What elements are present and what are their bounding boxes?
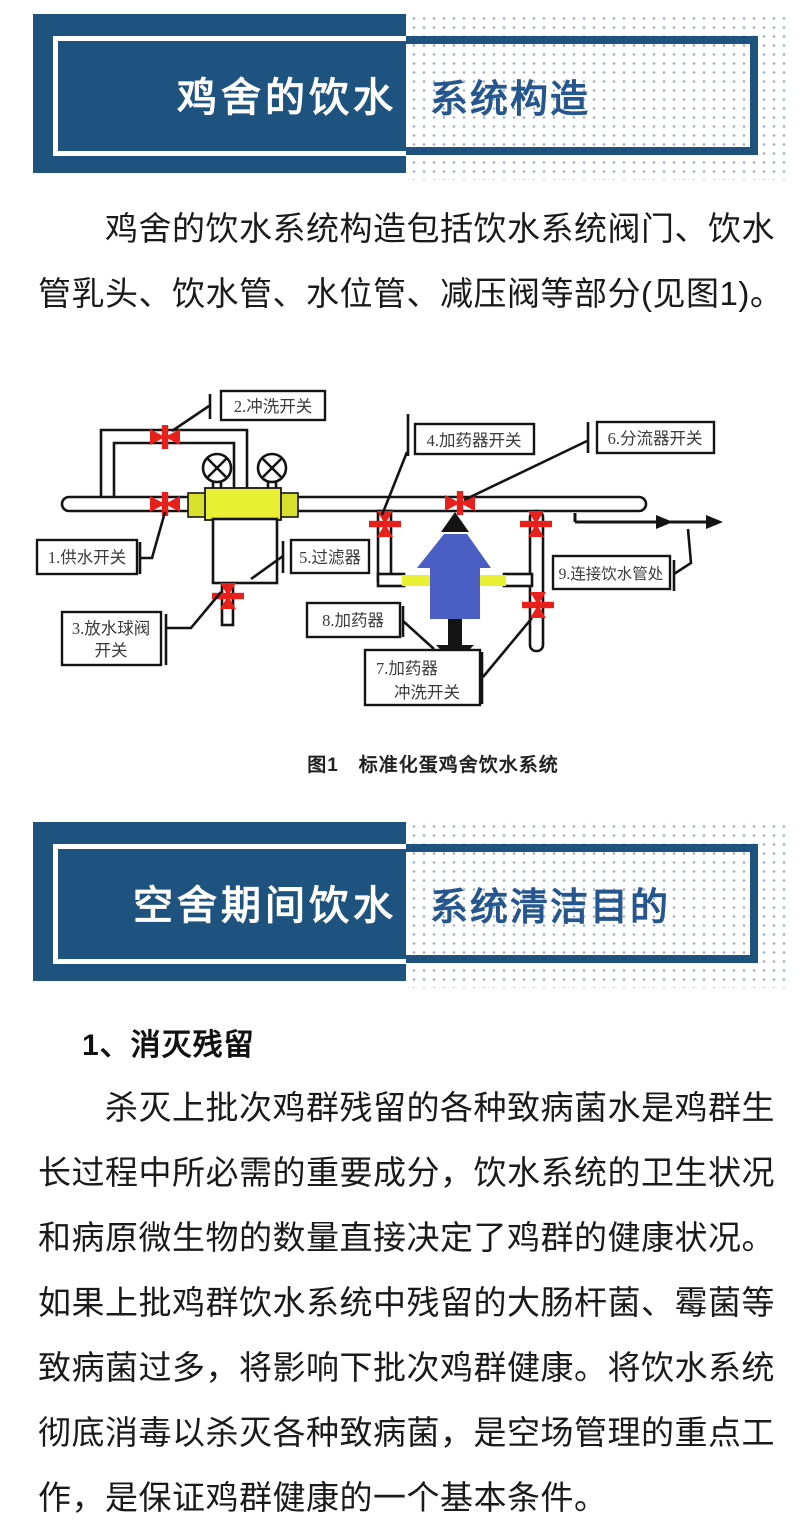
medicator-right-stub xyxy=(502,572,534,588)
label-box-9: 9.连接饮水管处 xyxy=(551,554,672,591)
label-box-2: 2.冲洗开关 xyxy=(219,389,327,422)
label-3-text: 3.放水球阀 xyxy=(72,619,150,638)
intro-paragraph: 鸡舍的饮水系统构造包括饮水系统阀门、饮水管乳头、饮水管、水位管、减压阀等部分(见… xyxy=(38,196,784,326)
banner-1-blue-block: 鸡舍的饮水 xyxy=(33,14,406,173)
label-7-text2: 冲洗开关 xyxy=(394,683,460,702)
label-5-text: 5.过滤器 xyxy=(299,548,361,567)
doser-flush-valve-icon xyxy=(522,592,554,618)
banner-2-white-frame xyxy=(53,844,406,964)
banner-1-right-box: 系统构造 xyxy=(395,36,758,155)
text-line: 致病菌过多，将影响下批次鸡群健康。将饮水系统 xyxy=(38,1349,775,1386)
label-box-4: 4.加药器开关 xyxy=(413,422,536,456)
banner-1-white-frame xyxy=(53,36,406,156)
figure-caption: 图1 标准化蛋鸡舍饮水系统 xyxy=(307,755,559,776)
label-box-5: 5.过滤器 xyxy=(289,538,371,575)
label-box-6: 6.分流器开关 xyxy=(595,420,716,455)
doser-left-valve-icon xyxy=(369,511,401,537)
figure-diagram: 1.供水开关 2.冲洗开关 3.放水球阀 开关 4.加药器开关 5.过滤器 6.… xyxy=(35,389,723,707)
doser-right-valve-icon xyxy=(520,511,552,537)
medicator-icon xyxy=(402,512,506,664)
label-7-text: 7.加药器 xyxy=(376,659,438,678)
text-line: 管乳头、饮水管、水位管、减压阀等部分(见图1)。 xyxy=(38,275,784,312)
banner-2: 系统清洁目的 空舍期间饮水 xyxy=(33,820,790,990)
main-pipe xyxy=(60,495,648,513)
banner-2-blue-block: 空舍期间饮水 xyxy=(33,822,406,981)
section-heading: 1、消灭残留 xyxy=(82,1029,255,1062)
filter-body xyxy=(187,487,299,521)
label-2-text: 2.冲洗开关 xyxy=(234,397,312,416)
label-box-8: 8.加药器 xyxy=(305,601,402,639)
label-box-1: 1.供水开关 xyxy=(35,538,139,576)
bypass-loop-inner xyxy=(112,441,236,498)
banner-2-left-title: 空舍期间饮水 xyxy=(133,883,397,928)
text-line: 彻底消毒以杀灭各种致病菌，是空场管理的重点工 xyxy=(38,1414,775,1451)
pressure-gauge-icon xyxy=(201,452,288,484)
label-3-text2: 开关 xyxy=(95,641,128,660)
body-paragraph: 杀灭上批次鸡群残留的各种致病菌水是鸡群生长过程中所必需的重要成分，饮水系统的卫生… xyxy=(38,1075,784,1521)
text-line: 如果上批鸡群饮水系统中残留的大肠杆菌、霉菌等 xyxy=(38,1284,775,1321)
label-9-text: 9.连接饮水管处 xyxy=(559,565,664,583)
label-6-text: 6.分流器开关 xyxy=(608,429,703,448)
banner-1: 系统构造 鸡舍的饮水 xyxy=(33,12,790,182)
filter-housing xyxy=(211,517,279,585)
label-box-3: 3.放水球阀 开关 xyxy=(60,610,163,667)
text-line: 杀灭上批次鸡群残留的各种致病菌水是鸡群生 xyxy=(38,1089,775,1126)
banner-1-right-title: 系统构造 xyxy=(430,79,591,121)
label-4-text: 4.加药器开关 xyxy=(427,431,522,450)
banner-2-right-title: 系统清洁目的 xyxy=(430,887,671,929)
text-line: 作，是保证鸡群健康的一个基本条件。 xyxy=(38,1479,608,1516)
banner-1-left-title: 鸡舍的饮水 xyxy=(177,75,397,120)
medicator-left-stub xyxy=(376,572,406,588)
label-8-text: 8.加药器 xyxy=(322,611,384,630)
label-box-7: 7.加药器 冲洗开关 xyxy=(363,648,482,707)
text-line: 和病原微生物的数量直接决定了鸡群的健康状况。 xyxy=(38,1219,775,1256)
text-line: 鸡舍的饮水系统构造包括饮水系统阀门、饮水 xyxy=(38,210,775,247)
text-line: 长过程中所必需的重要成分，饮水系统的卫生状况 xyxy=(38,1154,775,1191)
flow-arrow-icon xyxy=(573,513,723,529)
label-1-text: 1.供水开关 xyxy=(48,548,126,567)
label-pointers xyxy=(138,394,693,704)
banner-2-right-box: 系统清洁目的 xyxy=(395,844,758,963)
